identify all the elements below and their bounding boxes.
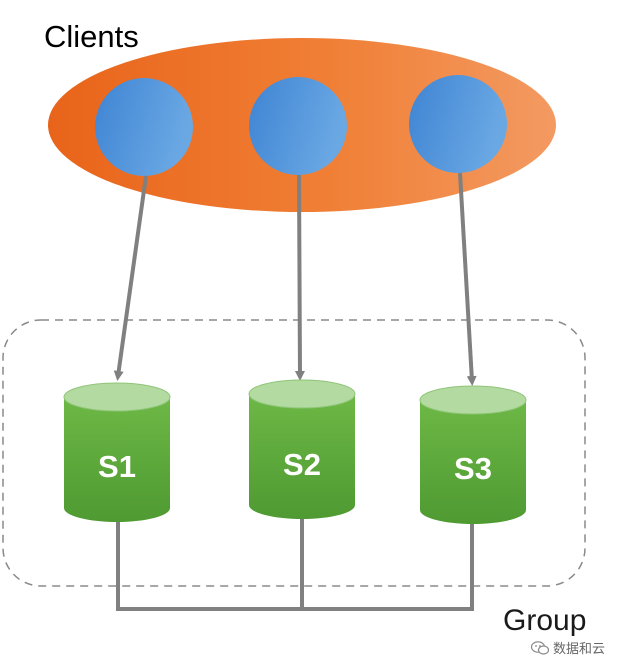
- server-s3: S3: [419, 385, 527, 524]
- server-s1: S1: [63, 382, 171, 522]
- arrow-client1-to-s1: [113, 175, 148, 381]
- server-s3-top: [419, 385, 527, 415]
- server-s1-top: [63, 382, 171, 412]
- wechat-icon: [530, 640, 549, 655]
- server-interconnect: [116, 518, 474, 611]
- server-s2-label: S2: [283, 447, 321, 482]
- interconnect-line: [116, 520, 474, 611]
- group-boundary: [2, 319, 586, 587]
- server-s2-body: [249, 394, 355, 519]
- server-s2-top: [248, 379, 356, 409]
- server-s3-label: S3: [454, 451, 492, 486]
- client-to-server-arrows: [113, 172, 477, 386]
- arrow-client3-to-s3: [458, 172, 477, 386]
- watermark-text: 数据和云: [552, 642, 605, 657]
- arrow-client2-to-s2: [294, 174, 305, 381]
- client-node-2: [249, 77, 347, 175]
- server-s2: S2: [248, 379, 356, 519]
- server-s1-label: S1: [98, 449, 136, 484]
- client-node-1: [95, 78, 193, 176]
- server-s1-body: [64, 397, 170, 522]
- server-s3-body: [420, 400, 526, 524]
- client-node-3: [409, 75, 507, 173]
- client-nodes: [95, 75, 507, 176]
- group-label: Group: [503, 604, 586, 637]
- clients-label: Clients: [44, 19, 139, 54]
- watermark: 数据和云: [530, 638, 605, 657]
